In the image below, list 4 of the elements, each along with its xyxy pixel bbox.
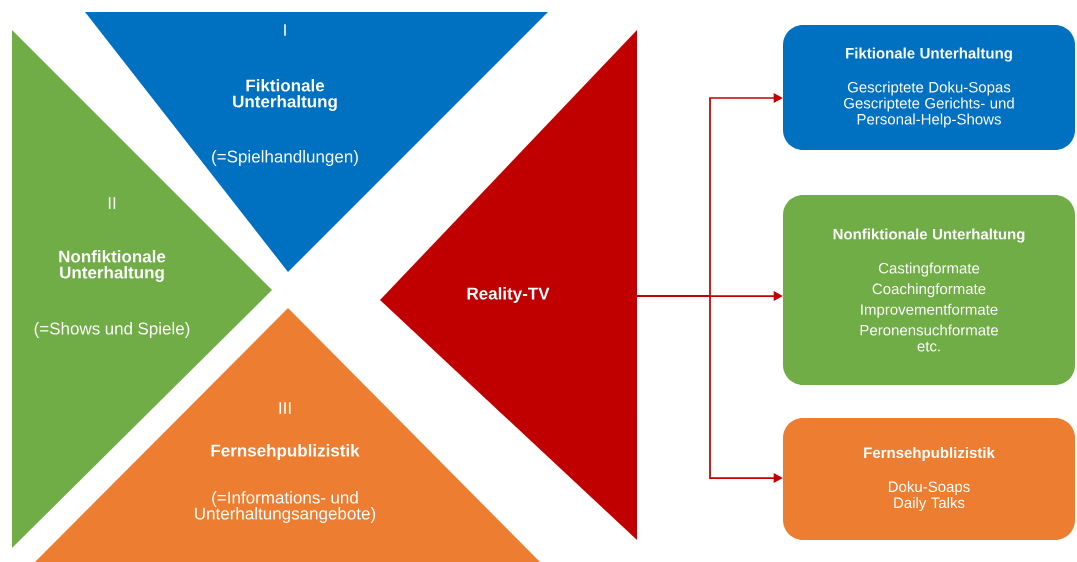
- category-box: Fiktionale Unterhaltung Gescriptete Doku-Sopas Gescriptete Gerichts- und Personal-Help-Shows: [783, 25, 1075, 150]
- category-box: Nonfiktionale Unterhaltung Castingformate Coachingformate Improvementformate Peronensuchformate etc.: [783, 195, 1075, 385]
- category-triangle: Reality-TV: [380, 30, 637, 540]
- category-box: Fernsehpublizistik Doku-Soaps Daily Talks: [783, 418, 1075, 540]
